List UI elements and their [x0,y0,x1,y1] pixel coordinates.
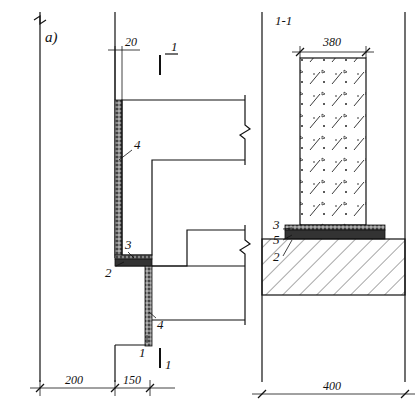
callout-number: 5 [272,233,281,246]
dimension: 200 [64,374,84,386]
dimension: 150 [122,374,142,386]
callout-number: 3 [124,238,133,251]
section-title: 1-1 [274,14,293,27]
section-mark: 1 [170,40,179,53]
dimension: 20 [124,36,138,48]
section-mark: 1 [164,358,173,371]
callout-number: 2 [272,250,281,263]
view-letter: а) [44,30,59,45]
dimension: 380 [322,36,342,48]
callout-number: 4 [133,138,142,151]
callout-number: 1 [138,346,147,359]
callout-number: 2 [104,266,113,279]
callout-number: 3 [272,218,281,231]
callout-number: 4 [156,318,165,331]
dimension: 400 [322,380,342,392]
